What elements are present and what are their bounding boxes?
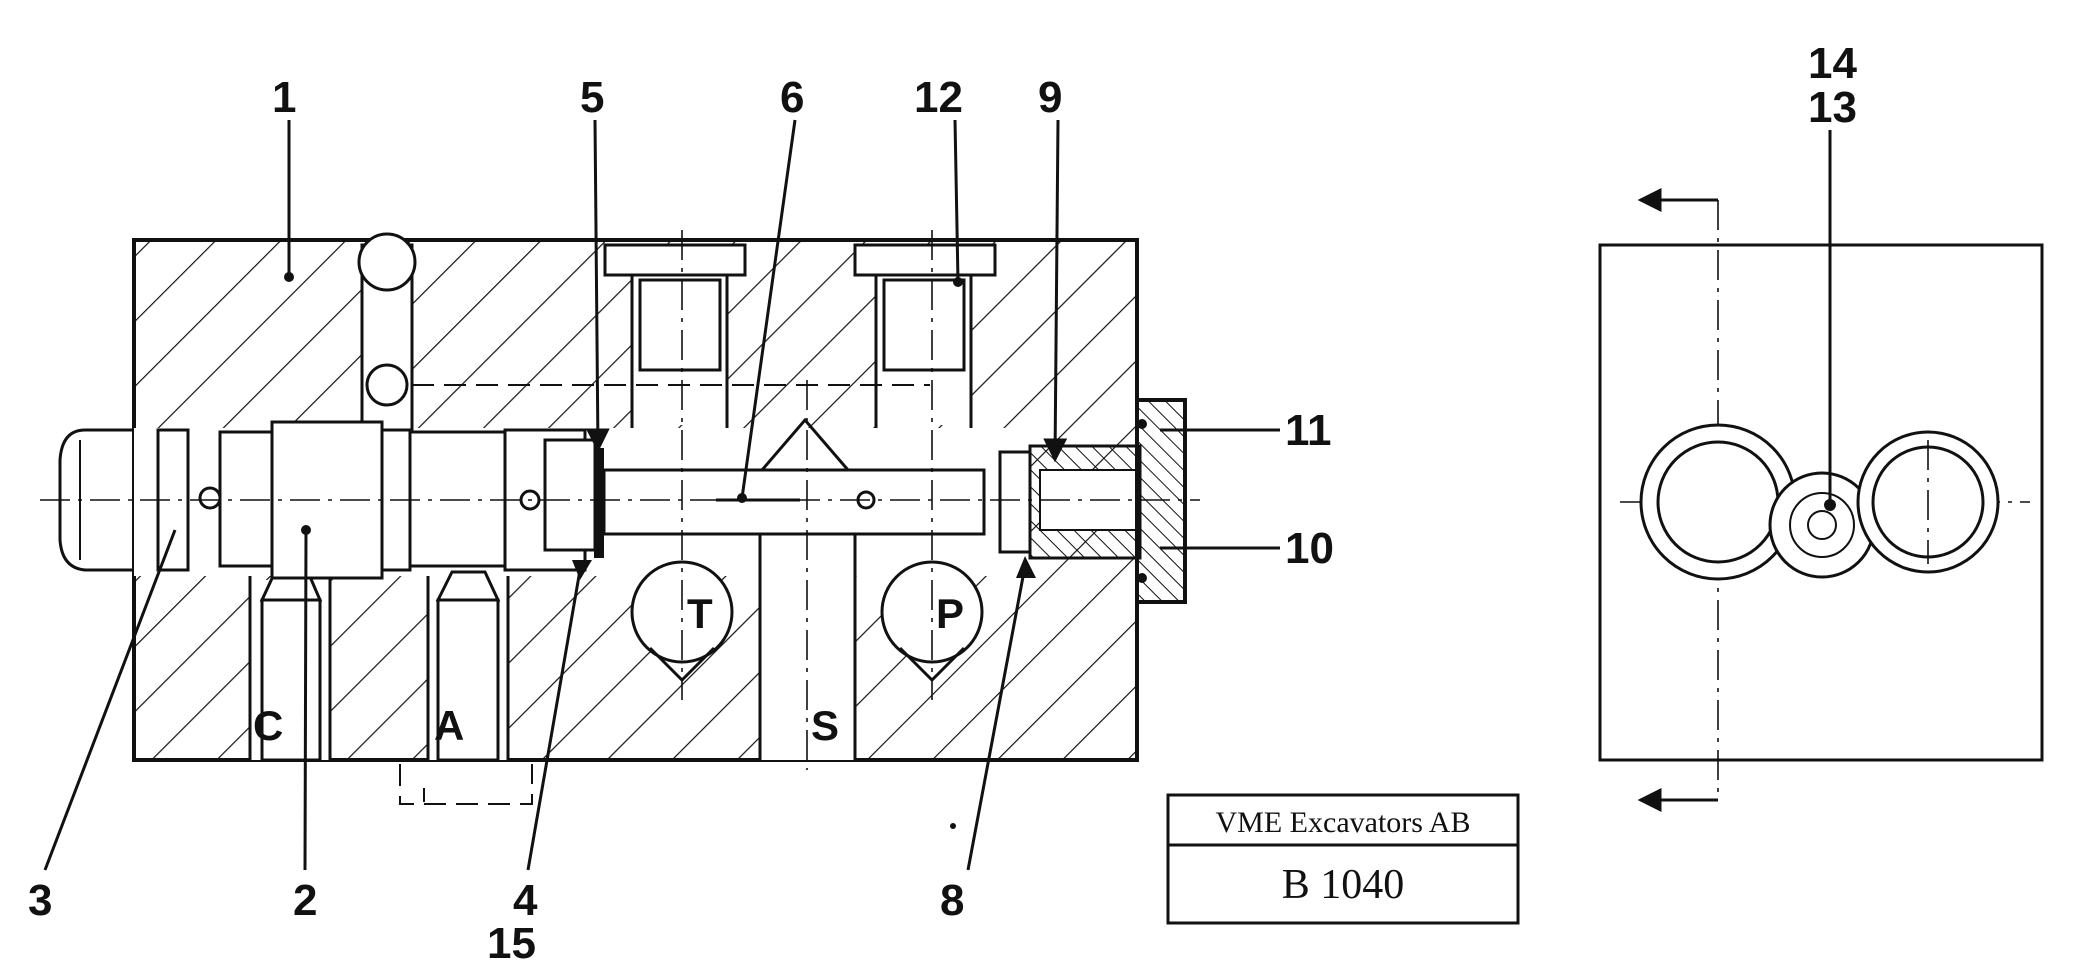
callout-2: 2 — [293, 876, 317, 925]
callout-10: 10 — [1285, 524, 1334, 573]
port-c-label: C — [253, 702, 283, 749]
company-name: VME Excavators AB — [1216, 806, 1471, 839]
callout-3: 3 — [28, 876, 52, 925]
leader-lines — [43, 119, 1280, 871]
drawing-code: B 1040 — [1282, 862, 1405, 908]
callout-6: 6 — [780, 73, 804, 122]
callout-14: 14 — [1808, 39, 1857, 88]
port-a-label: A — [434, 702, 464, 749]
callout-5: 5 — [580, 73, 604, 122]
callout-9: 9 — [1038, 73, 1062, 122]
port-t-label: T — [687, 590, 713, 637]
valve-body — [40, 230, 1200, 805]
side-view — [1598, 130, 2044, 812]
callout-4: 4 — [513, 876, 538, 925]
callout-13: 13 — [1808, 83, 1857, 132]
callout-1: 1 — [272, 73, 296, 122]
callout-8: 8 — [940, 876, 964, 925]
callout-12: 12 — [914, 73, 963, 122]
port-s-label: S — [811, 702, 839, 749]
port-p-label: P — [936, 590, 964, 637]
callout-11: 11 — [1285, 406, 1332, 455]
callout-15: 15 — [487, 919, 536, 968]
title-block: VME Excavators AB B 1040 — [1166, 793, 1520, 925]
